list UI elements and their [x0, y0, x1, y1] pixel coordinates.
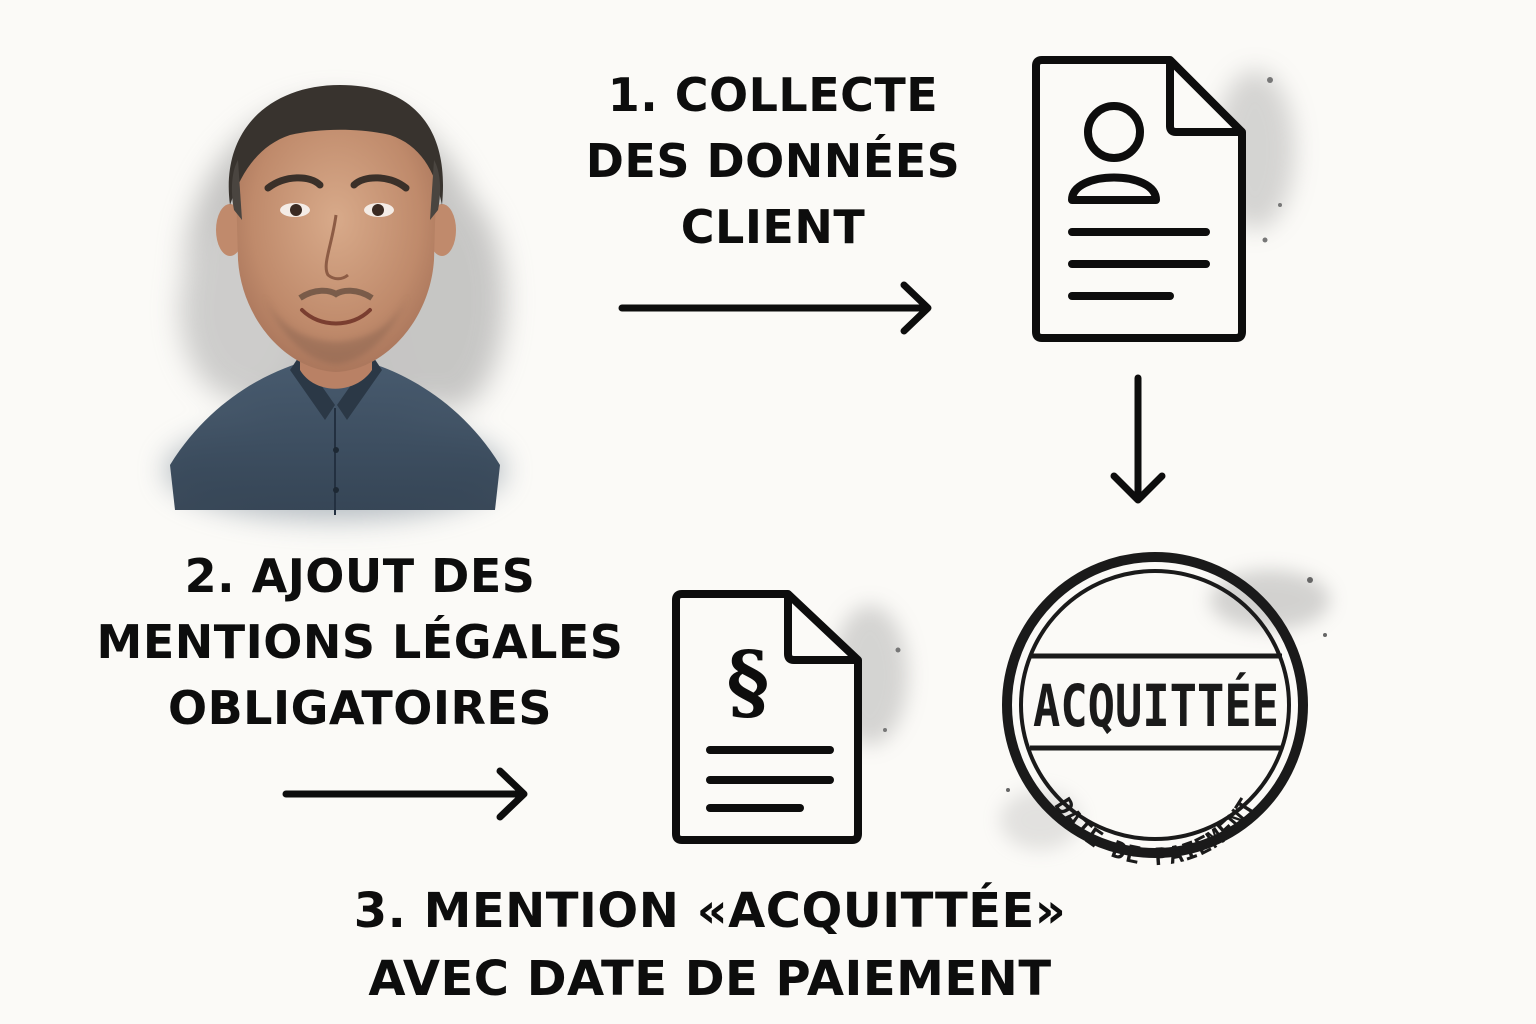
step-1-line-1: 1. COLLECTE — [607, 68, 939, 122]
arrow-down-icon — [1110, 374, 1166, 504]
step-3-label: 3. MENTION «ACQUITTÉE» AVEC DATE DE PAIE… — [280, 877, 1140, 1013]
arrow-right-icon — [618, 281, 932, 335]
step-3-line-1: 3. MENTION «ACQUITTÉE» — [353, 883, 1067, 939]
step-3-line-2: AVEC DATE DE PAIEMENT — [368, 951, 1052, 1007]
step-1-line-3: CLIENT — [680, 200, 866, 254]
paid-stamp-icon: ACQUITTÉE DATE DE PAIEMENT — [1000, 552, 1330, 871]
document-section-sign-icon: § — [672, 590, 908, 844]
arrow-right-icon — [282, 767, 528, 821]
step-2-line-3: OBLIGATOIRES — [168, 681, 552, 735]
step-2-line-1: 2. AJOUT DES — [184, 549, 536, 603]
svg-text:DATE DE PAIEMENT: DATE DE PAIEMENT — [1048, 793, 1261, 871]
step-2-label: 2. AJOUT DES MENTIONS LÉGALES OBLIGATOIR… — [80, 543, 640, 741]
stamp-sub-text: DATE DE PAIEMENT — [1048, 793, 1260, 871]
step-1-line-2: DES DONNÉES — [585, 134, 961, 188]
stamp-main-text: ACQUITTÉE — [1033, 671, 1279, 740]
step-1-label: 1. COLLECTE DES DONNÉES CLIENT — [548, 62, 998, 260]
step-2-line-2: MENTIONS LÉGALES — [96, 615, 624, 669]
document-person-icon — [1032, 56, 1295, 342]
client-portrait — [165, 85, 505, 520]
svg-text:§: § — [727, 634, 770, 730]
